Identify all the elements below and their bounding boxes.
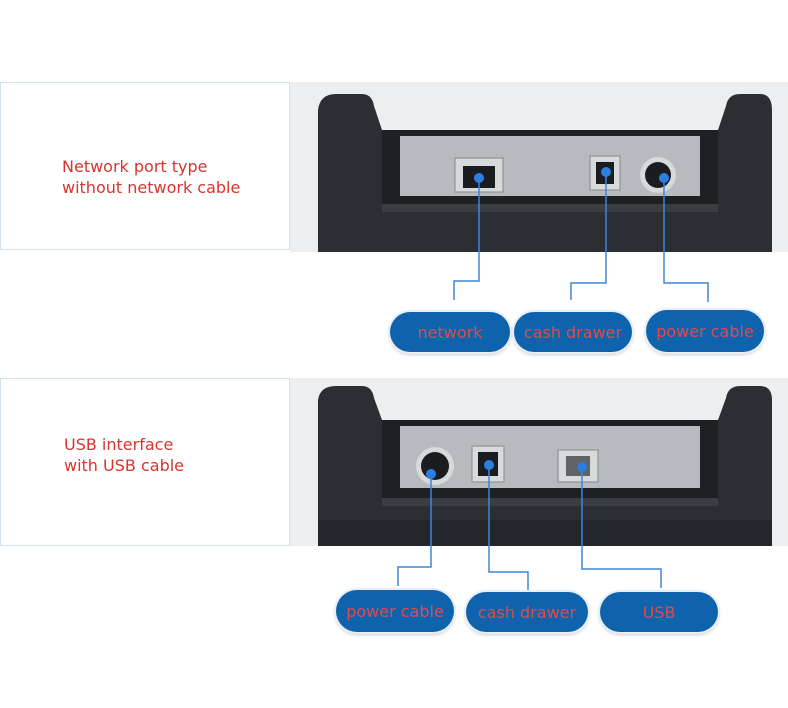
network-label: network [390, 312, 510, 352]
usb-label: USB [600, 592, 718, 632]
caption-network-type: Network port type without network cable [62, 156, 240, 198]
caption-line-2: with USB cable [64, 456, 185, 475]
cash-drawer-label: cash drawer [466, 592, 588, 632]
caption-panel-network [0, 82, 290, 250]
caption-line-2: without network cable [62, 178, 241, 197]
caption-line-1: USB interface [64, 435, 174, 454]
power-cable-label: power cable [336, 590, 454, 632]
caption-usb-type: USB interface with USB cable [64, 434, 184, 476]
power-cable-label: power cable [646, 310, 764, 352]
cash-drawer-label: cash drawer [514, 312, 632, 352]
caption-panel-usb [0, 378, 290, 546]
caption-line-1: Network port type [62, 157, 208, 176]
